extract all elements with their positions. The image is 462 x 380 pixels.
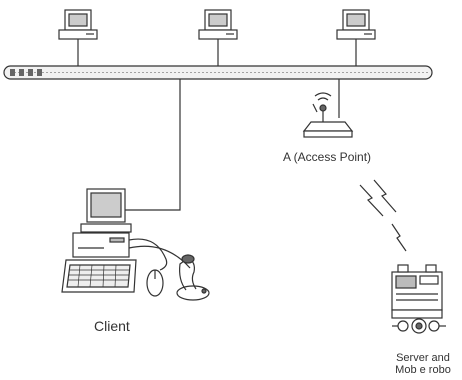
joystick-icon bbox=[177, 255, 209, 300]
network-backbone bbox=[4, 66, 432, 79]
mobile-robot-icon bbox=[392, 265, 446, 333]
access-point-icon bbox=[304, 93, 352, 137]
mouse-icon bbox=[147, 270, 163, 296]
workstation-middle bbox=[199, 10, 237, 66]
client-computer bbox=[73, 189, 190, 270]
wireless-link-icon bbox=[360, 180, 406, 251]
workstation-left bbox=[59, 10, 97, 66]
server-label-line1: Server and bbox=[383, 352, 462, 364]
workstation-right bbox=[337, 10, 375, 66]
keyboard-icon bbox=[62, 260, 136, 292]
client-cable bbox=[122, 79, 180, 210]
access-point-label: A (Access Point) bbox=[283, 151, 371, 164]
server-label-line2: Mob e robo bbox=[383, 364, 462, 376]
client-label: Client bbox=[94, 320, 130, 333]
server-robot-label: Server and Mob e robo bbox=[383, 352, 462, 376]
